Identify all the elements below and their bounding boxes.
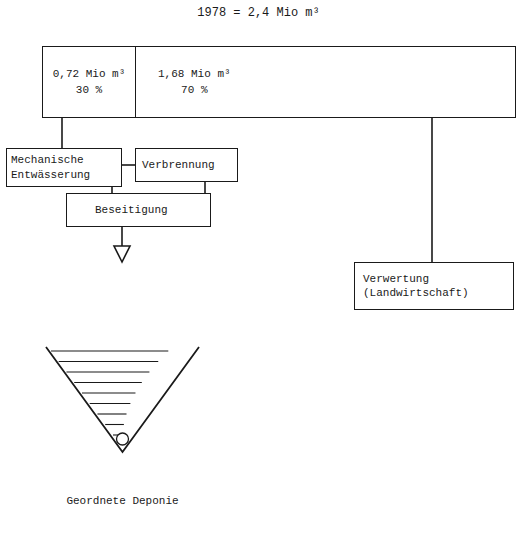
box-label: Verwertung (Landwirtschaft) [363,272,509,301]
landfill-caption: Geordnete Deponie [25,494,220,508]
text-group: 1,68 Mio m³ 70 % [158,67,231,98]
connector [122,165,135,166]
connector-line [204,182,206,193]
quantity-cell: 0,72 Mio m³ 30 % [42,46,136,118]
text-group: Verbrennung [142,158,215,172]
text-group: Mechanische Entwässerung [11,153,117,182]
drain-pipe [117,433,129,445]
fill-hatch [90,403,131,404]
fill-hatch [51,350,168,351]
box-label: Verbrennung [142,158,215,172]
text-group: Beseitigung [95,203,168,217]
landfill-node: Geordnete Deponie [45,262,200,532]
quantity-text: 1,68 Mio m³ [158,67,231,81]
connector [432,118,433,262]
fill-hatch [82,392,136,393]
box-label: Mechanische Entwässerung [11,153,117,182]
diagram-title: 1978 = 2,4 Mio m³ [0,6,517,20]
landfill-outline [46,347,199,452]
process-box: Beseitigung [66,193,211,227]
text-group: Verwertung (Landwirtschaft) [363,272,509,301]
connector-line [61,118,63,148]
fill-hatch [66,371,149,372]
fill-hatch [97,413,126,414]
quantity-cell: 1,68 Mio m³ 70 % [135,46,516,118]
process-box: Verbrennung [135,148,238,182]
quantity-text: 30 % [53,83,126,97]
fill-hatch [105,424,124,425]
quantity-text: 0,72 Mio m³ [53,67,126,81]
quantity-text: 70 % [158,83,231,97]
connector-line [431,118,433,262]
connector-line [122,164,135,166]
connector [114,227,130,262]
landfill-symbol [45,262,200,462]
fill-hatch [59,361,159,362]
process-box: Verwertung (Landwirtschaft) [354,262,514,310]
connector [205,182,206,193]
arrow-head [114,246,130,262]
text-group: 0,72 Mio m³ 30 % [53,67,126,98]
connector [62,118,63,148]
process-box: Mechanische Entwässerung [6,148,122,187]
box-label: Beseitigung [95,203,168,217]
fill-hatch [74,382,142,383]
connector-line [121,227,123,246]
